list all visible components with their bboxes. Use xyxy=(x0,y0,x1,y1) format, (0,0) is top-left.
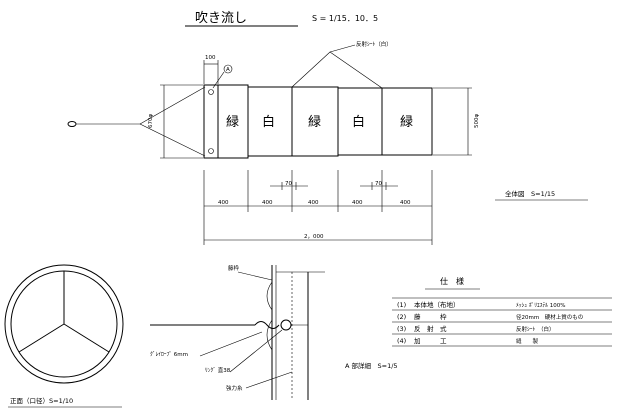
bridle-top xyxy=(139,86,206,125)
seg-dim-5: 400 xyxy=(400,200,411,206)
tape-label: ｸﾞﾚｲﾛｰﾌﾟ 6mm xyxy=(150,351,188,358)
overall-view-caption: 全体図 S=1/15 xyxy=(505,189,555,198)
spec-row2-item: 藤 枠 xyxy=(414,312,447,321)
ring-top xyxy=(208,89,214,95)
stitch-label: 強力糸 xyxy=(226,384,243,392)
detail-caption: A 部詳細 S=1/5 xyxy=(345,361,398,370)
reflector-leader xyxy=(329,44,356,53)
header: 吹き流し S = 1/15．10．5 xyxy=(185,11,378,27)
ring-bottom xyxy=(208,148,214,154)
callout-a-circle xyxy=(223,64,233,74)
drawing-title: 吹き流し xyxy=(195,11,247,26)
detail-ring xyxy=(280,319,292,331)
scale-date: S = 1/15．10．5 xyxy=(312,14,378,23)
seg-dim-3: 400 xyxy=(308,200,319,206)
callout-a-text: A xyxy=(226,67,230,73)
rope-eye xyxy=(67,121,77,127)
frame-label: 籐枠 xyxy=(228,264,240,272)
detail-bend-bottom xyxy=(266,319,273,351)
bridle-bottom xyxy=(139,123,206,157)
spec-row1-item: 本体地（布地） xyxy=(414,300,460,309)
outer-rim xyxy=(4,264,124,384)
front-view: 正面（口径）S=1/10 xyxy=(4,264,124,408)
spec-row1-desc: ﾒｯｼｭ ﾎﾟﾘｴｽﾃﾙ 100% xyxy=(516,302,565,309)
spec-row2-no: (2) xyxy=(397,313,406,321)
spoke-right xyxy=(63,323,110,353)
seg-dim-4: 400 xyxy=(352,200,363,206)
overall-view: 緑 白 緑 白 緑 反射ｼｰﾄ（白） 100 A 670φ 500φ xyxy=(67,40,588,245)
dim-left-text: 670φ xyxy=(148,114,154,128)
dim-right-text: 500φ xyxy=(474,114,480,128)
spec-row3-desc: 反射ｼｰﾄ （白） xyxy=(516,325,555,333)
tape-leader xyxy=(199,331,263,357)
detail-bend-top xyxy=(266,281,273,311)
front-view-caption: 正面（口径）S=1/10 xyxy=(10,396,73,405)
spoke-left xyxy=(18,323,65,353)
spec-row4-desc: 縫 製 xyxy=(516,337,539,345)
stripe-label-1: 緑 xyxy=(226,115,239,130)
seg-dim-2: 400 xyxy=(262,200,273,206)
ring-label: ﾘﾝｸﾞ 直38 xyxy=(205,366,231,374)
spec-row3-item: 反 射 式 xyxy=(414,324,447,333)
mouth-frame xyxy=(203,84,219,159)
spec-row1-no: (1) xyxy=(397,301,406,309)
reflector-label: 反射ｼｰﾄ（白） xyxy=(356,40,392,48)
stripe-label-5: 緑 xyxy=(400,115,413,130)
stitch-leader xyxy=(245,371,293,389)
callout-a-leader xyxy=(212,71,225,89)
reflector-triangle xyxy=(291,51,383,89)
gap-dim-1-text: 70 xyxy=(285,181,292,187)
stripe-label-3: 緑 xyxy=(308,115,321,130)
knot xyxy=(254,321,280,329)
stripe-label-2: 白 xyxy=(262,114,275,130)
frame-leader xyxy=(237,271,273,281)
stripe-label-4: 白 xyxy=(352,114,365,130)
detail-a: 籐枠 ｸﾞﾚｲﾛｰﾌﾟ 6mm ﾘﾝｸﾞ 直38 強力糸 A 部詳細 S=1/5 xyxy=(150,264,398,400)
spec-table: 仕 様 (1) 本体地（布地） ﾒｯｼｭ ﾎﾟﾘｴｽﾃﾙ 100% (2) 藤 … xyxy=(392,276,612,347)
spec-row2-desc: 径20mm 硬材上質のもの xyxy=(516,313,583,321)
total-dim-text: 2，000 xyxy=(304,234,324,240)
spec-row4-no: (4) xyxy=(397,337,406,345)
spec-row3-no: (3) xyxy=(397,325,406,333)
stripe-5 xyxy=(381,87,433,156)
seg-dim-1: 400 xyxy=(218,200,229,206)
spec-title: 仕 様 xyxy=(440,276,464,286)
dim-100-text: 100 xyxy=(205,55,216,61)
spec-row4-item: 加 工 xyxy=(414,336,447,345)
ring-leader xyxy=(229,329,283,373)
gap-dim-2-text: 70 xyxy=(375,181,382,187)
